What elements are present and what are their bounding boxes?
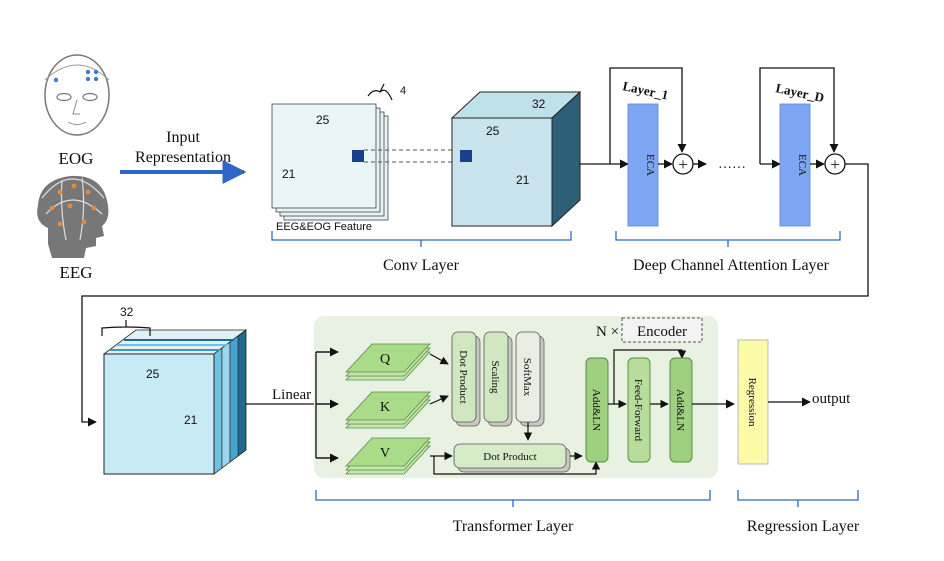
linear-label: Linear (272, 387, 311, 403)
feed-forward-label: Feed-Forward (632, 379, 644, 442)
encoder-prefix: N × (596, 324, 619, 340)
feed-forward-block (627, 357, 651, 463)
plus-symbol-d: + (830, 155, 840, 174)
regression-block-label: Regression (746, 378, 758, 427)
q-to-dot-arrow (429, 353, 449, 365)
input-representation-label-1: Input (166, 129, 200, 146)
conv-layer-label: Conv Layer (383, 257, 460, 274)
conv-layer-bracket (271, 231, 572, 247)
eog-face-icon (44, 54, 110, 136)
q-block (345, 343, 431, 381)
attention-dots: …… (718, 157, 746, 172)
regression-bracket (737, 490, 859, 507)
eca-block-d (779, 103, 811, 227)
stack-count-label: 4 (400, 85, 406, 97)
wraparound-connector (81, 163, 869, 427)
feature-dim-25: 25 (316, 113, 330, 127)
v-residual-path (433, 456, 601, 475)
plus-symbol-1: + (678, 155, 688, 174)
scaling-block (483, 331, 513, 427)
transformer-depth-bracket (101, 320, 151, 336)
regression-layer-label: Regression Layer (747, 518, 860, 535)
encoder-box (621, 317, 703, 343)
addln1-skip-path (613, 349, 687, 404)
softmax-block (515, 331, 545, 427)
dot-product-block (451, 331, 481, 427)
layerd-skip-path (759, 67, 839, 164)
transformer-layer-label: Transformer Layer (453, 518, 574, 535)
transformer-dim-25: 25 (146, 367, 160, 381)
eca-d-label: ECA (796, 154, 808, 176)
eog-label: EOG (59, 149, 94, 168)
add-ln-block-1 (585, 357, 609, 463)
attention-bracket (615, 231, 841, 247)
transformer-dim-21: 21 (184, 413, 198, 427)
feature-dim-21: 21 (282, 167, 296, 181)
encoder-label: Encoder (637, 324, 687, 340)
v-block (345, 437, 431, 475)
cube-dim-21: 21 (516, 173, 530, 187)
dot-product-v-label: Dot Product (483, 451, 536, 463)
add-ln-block-2 (669, 357, 693, 463)
attention-layer-label: Deep Channel Attention Layer (633, 257, 830, 274)
stack-count-bracket (367, 83, 393, 101)
k-label: K (380, 400, 390, 415)
cube-dim-25: 25 (486, 124, 500, 138)
transformer-input-cube (102, 329, 248, 475)
transformer-depth-label: 32 (120, 305, 134, 319)
dot-product-v-block (453, 443, 571, 473)
v-label: V (380, 446, 390, 461)
add-ln-1-label: Add&LN (590, 389, 602, 431)
eeg-label: EEG (59, 263, 92, 282)
scaling-label: Scaling (489, 361, 501, 394)
regression-block (737, 339, 769, 465)
k-block (345, 391, 431, 429)
add-ln-2-label: Add&LN (674, 389, 686, 431)
cube-depth-label: 32 (532, 97, 546, 111)
layerd-label: Layer_D (774, 80, 825, 105)
input-representation-label-2: Representation (135, 149, 231, 166)
feature-caption: EEG&EOG Feature (276, 221, 372, 233)
q-label: Q (380, 352, 390, 367)
output-label: output (812, 391, 851, 407)
softmax-label: SoftMax (521, 358, 533, 397)
transformer-bracket (315, 490, 711, 507)
dot-product-label: Dot Product (457, 350, 469, 403)
eca-block-1 (627, 103, 659, 227)
conv-output-cube (450, 90, 582, 228)
eca-1-label: ECA (644, 154, 656, 176)
k-to-dot-arrow (429, 395, 449, 405)
feature-map-stack (271, 103, 389, 221)
layer1-skip-path (609, 67, 687, 164)
eeg-head-icon (37, 175, 109, 258)
layer1-label: Layer_1 (621, 78, 669, 102)
